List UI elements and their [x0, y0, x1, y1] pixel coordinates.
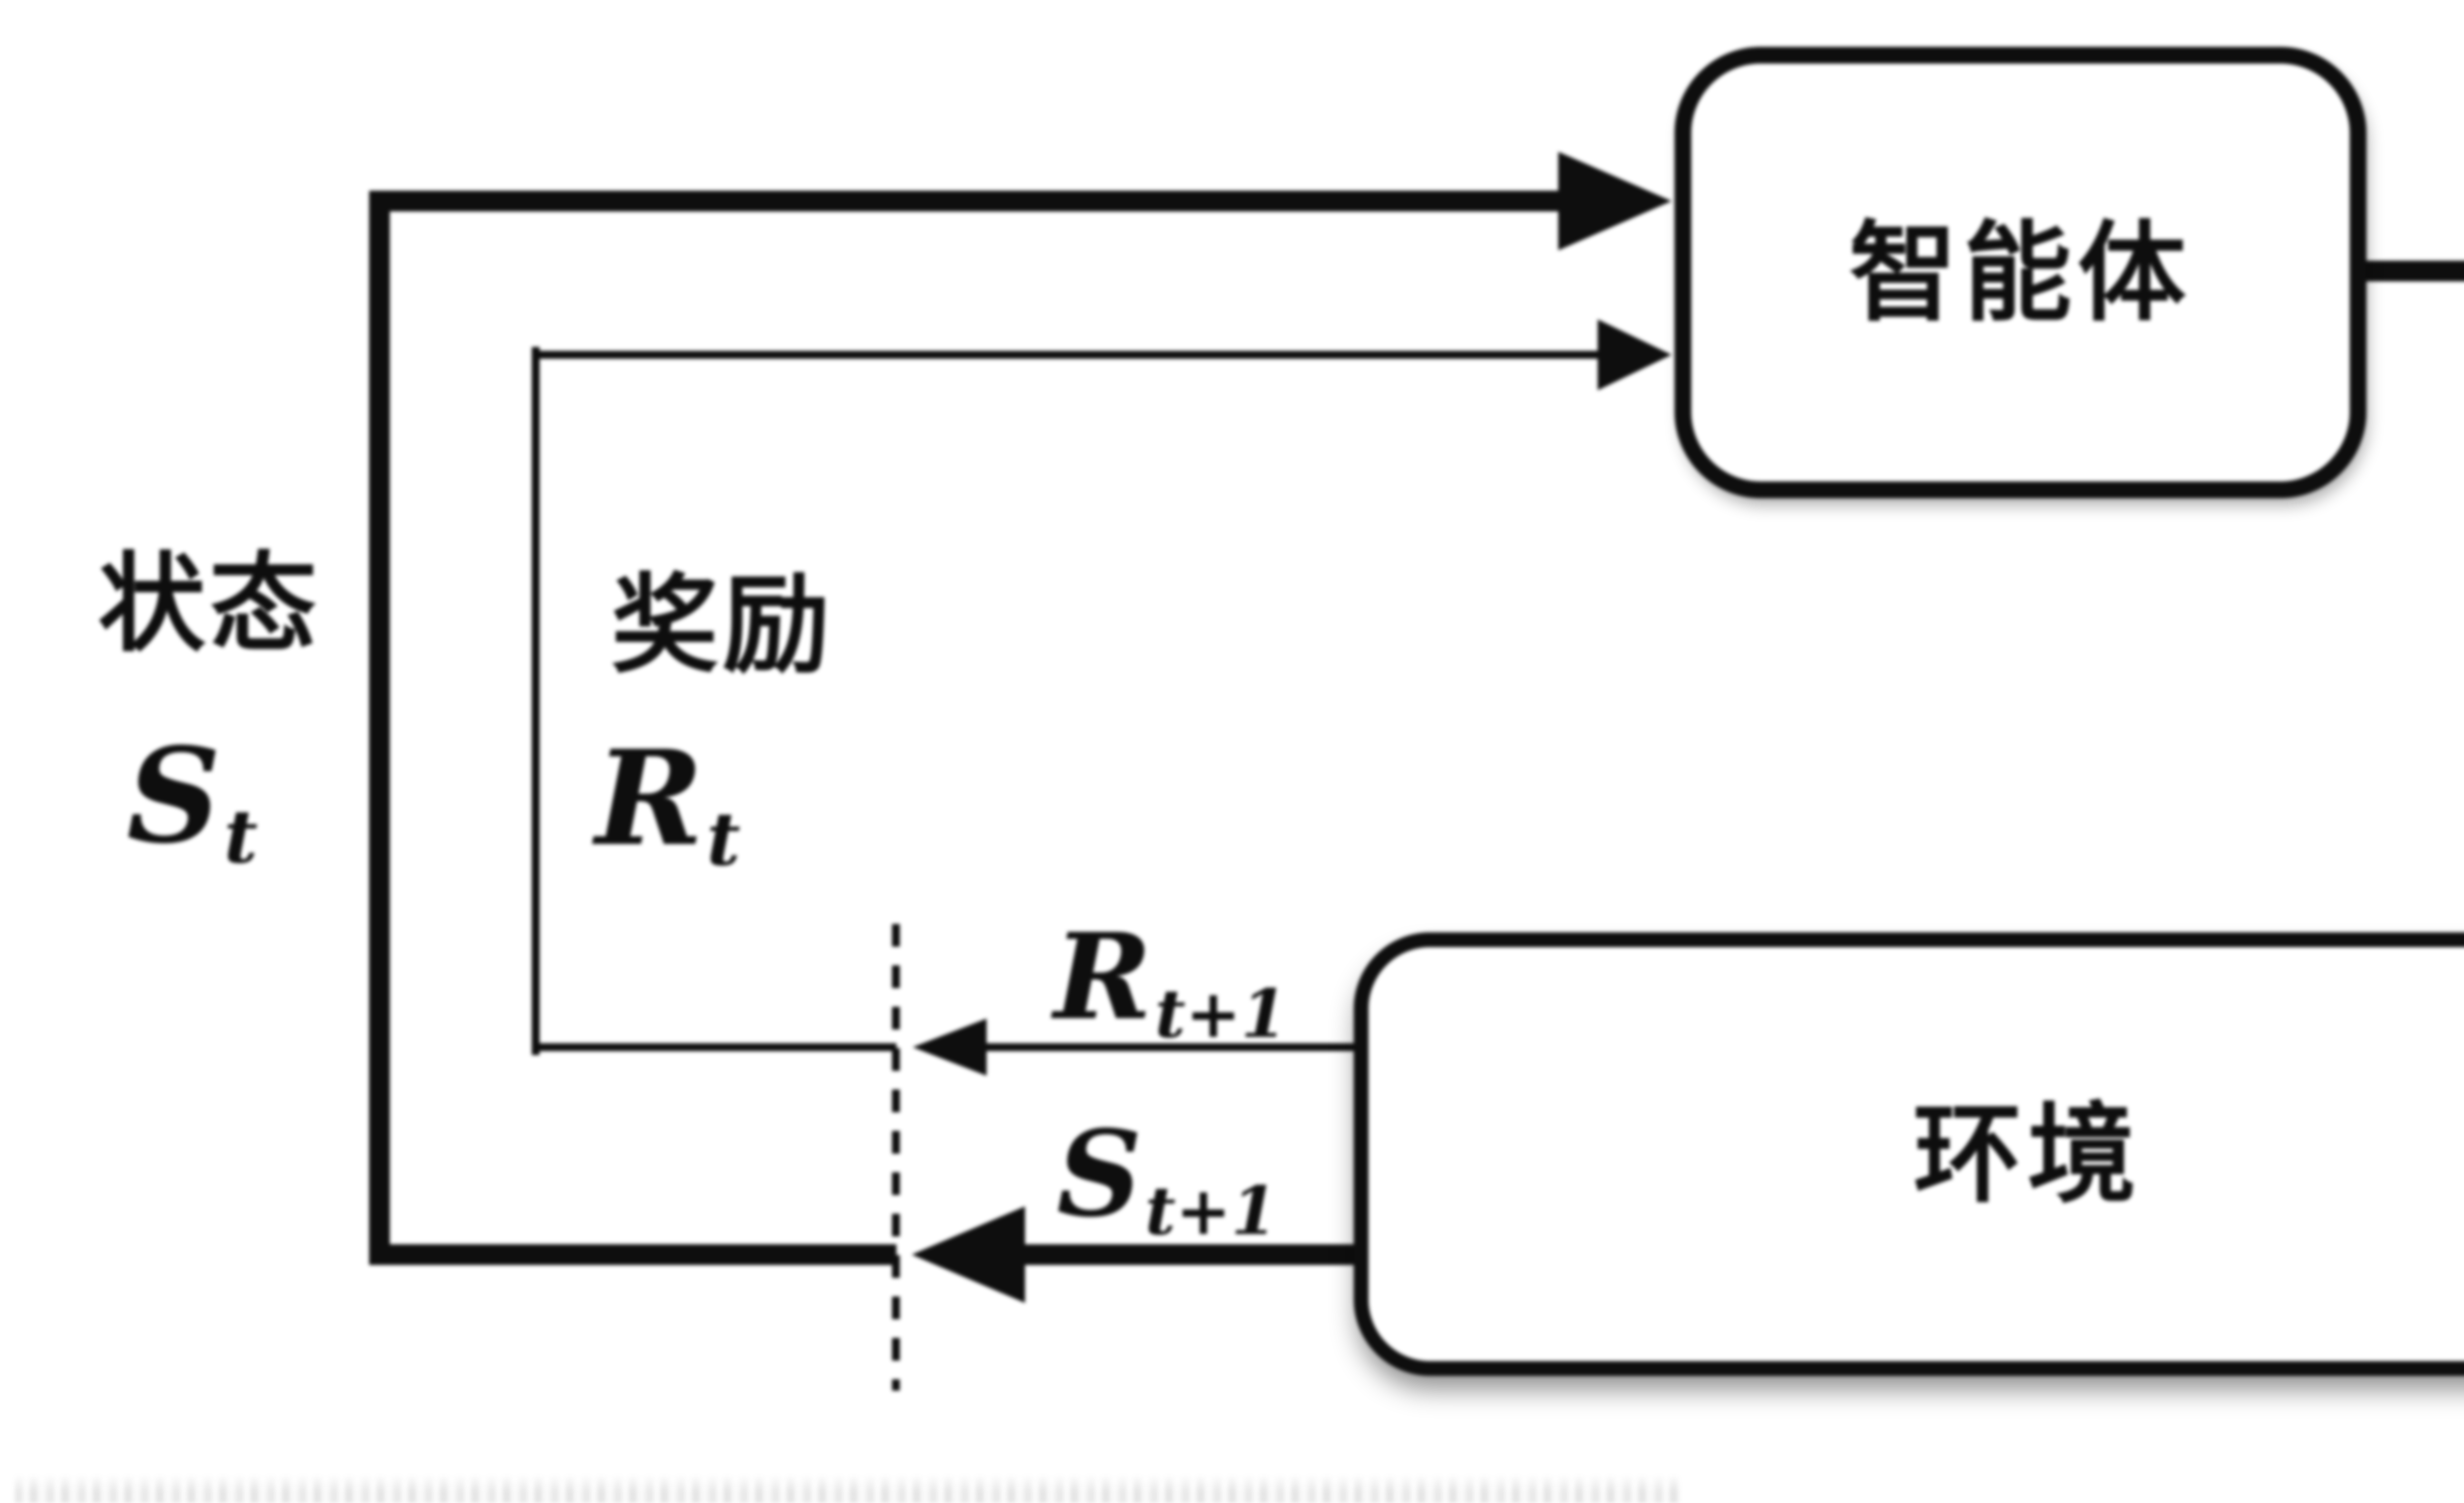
- reward-label-cn: 奖励: [611, 562, 834, 688]
- reward-symbol-sub: t: [706, 796, 741, 882]
- state-line-top: [369, 191, 1559, 211]
- environment-box: 环境: [1354, 932, 2464, 1376]
- state-line-vertical: [369, 191, 390, 1265]
- next-state-arrowhead-icon: [912, 1206, 1025, 1303]
- next-reward-symbol: Rt+1: [1054, 918, 1287, 1047]
- environment-label: 环境: [1913, 1090, 2142, 1218]
- next-reward-symbol-base: R: [1054, 907, 1152, 1046]
- next-reward-symbol-sub: t+1: [1155, 974, 1287, 1053]
- action-line-top: [2365, 261, 2464, 281]
- next-state-symbol: St+1: [1057, 1115, 1277, 1244]
- next-state-line-right: [1025, 1244, 1354, 1265]
- reward-arrowhead-into-agent-icon: [1598, 319, 1672, 390]
- reward-symbol: Rt: [595, 733, 741, 876]
- next-state-symbol-sub: t+1: [1145, 1171, 1277, 1250]
- agent-label: 智能体: [1848, 208, 2192, 336]
- cropped-caption-remnant: [15, 1474, 1680, 1503]
- reward-symbol-base: R: [595, 721, 704, 875]
- reward-line-vertical: [532, 347, 540, 1055]
- next-state-symbol-base: S: [1057, 1104, 1142, 1243]
- state-symbol-sub: t: [224, 793, 258, 880]
- state-arrowhead-into-agent-icon: [1558, 152, 1672, 250]
- next-state-line-left: [369, 1244, 896, 1265]
- next-reward-line-right: [987, 1043, 1354, 1051]
- next-reward-arrowhead-icon: [913, 1019, 987, 1076]
- next-reward-line-left: [532, 1043, 896, 1051]
- state-label-cn: 状态: [98, 541, 321, 667]
- reward-line-top: [532, 351, 1599, 359]
- agent-box: 智能体: [1675, 47, 2366, 498]
- state-symbol-base: S: [127, 719, 221, 873]
- state-symbol: St: [127, 731, 258, 873]
- timestep-boundary-dashed-line: [892, 924, 900, 1391]
